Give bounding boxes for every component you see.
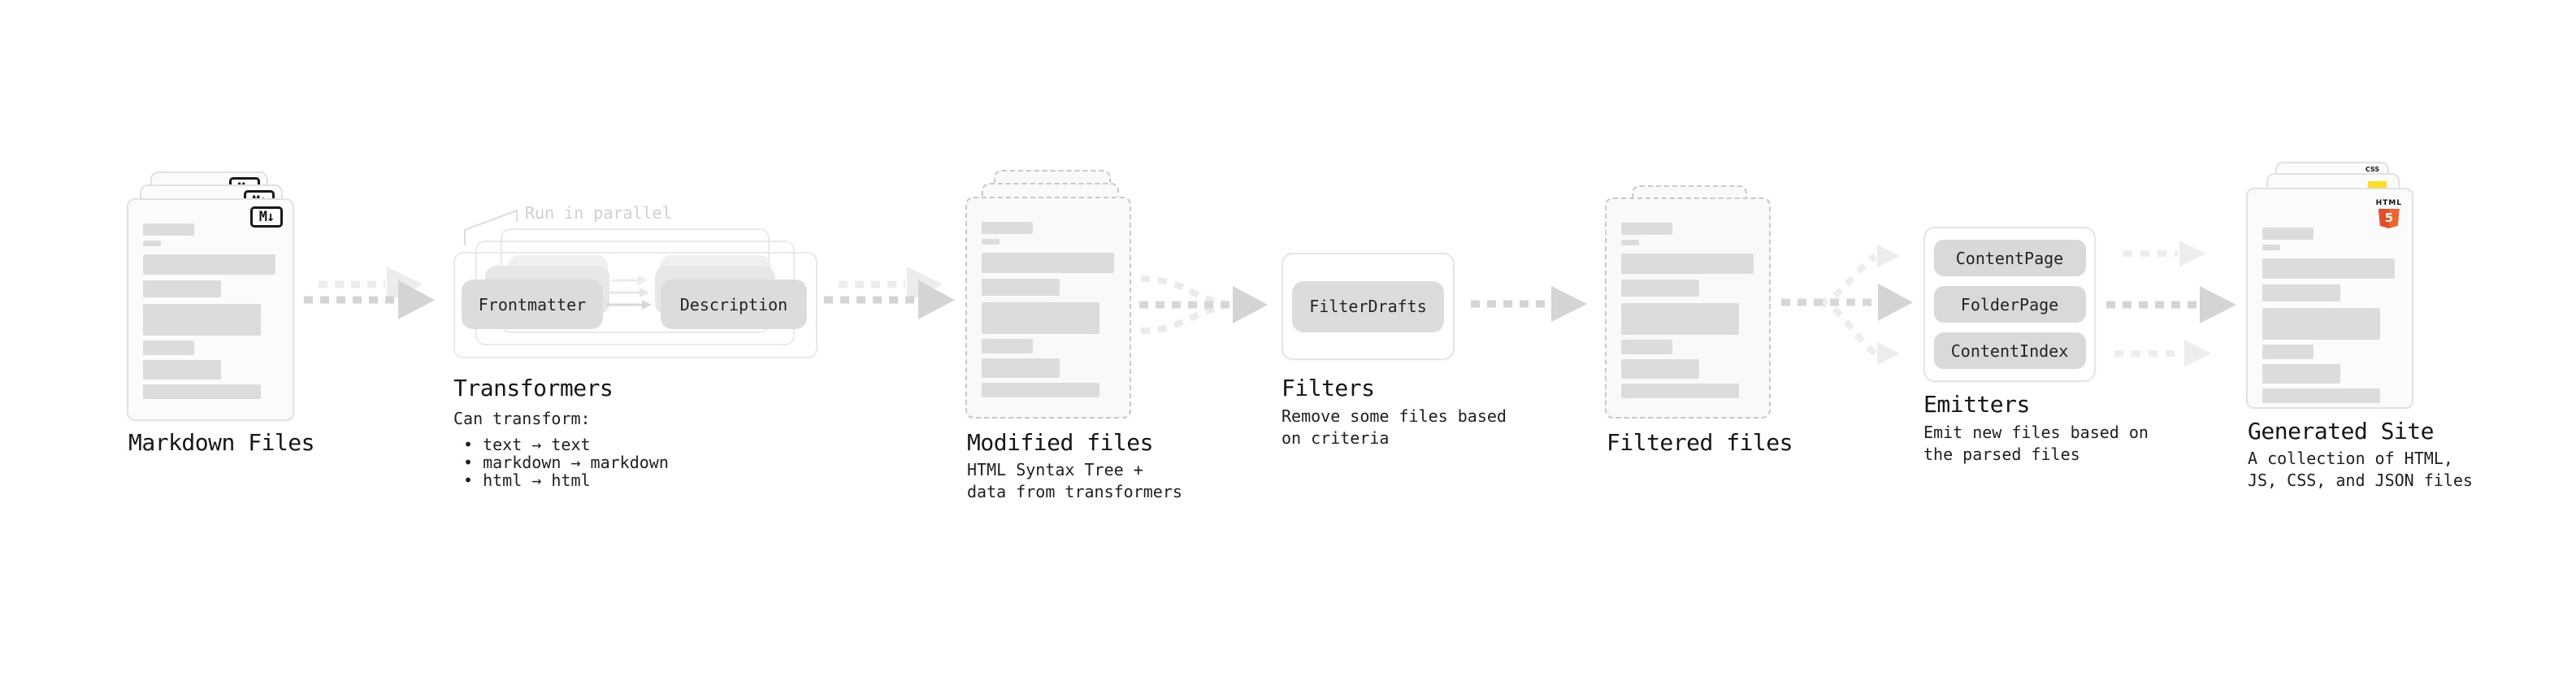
arrow-transformers-to-modified-icon bbox=[824, 267, 955, 319]
arrow-filtered-to-emitters-icon bbox=[1781, 245, 1913, 365]
text-placeholder-bar bbox=[2262, 258, 2395, 279]
site-file-card-html: HTML 5 bbox=[2246, 188, 2413, 409]
modified-files-desc-line: data from transformers bbox=[967, 482, 1182, 501]
can-transform-heading: Can transform: bbox=[453, 409, 591, 428]
run-in-parallel-annotation: Run in parallel bbox=[525, 203, 672, 223]
text-placeholder-bar bbox=[982, 279, 1060, 296]
text-placeholder-bar bbox=[982, 239, 1000, 245]
markdown-icon: M↓ bbox=[250, 206, 283, 228]
text-placeholder-bar bbox=[143, 360, 221, 380]
text-placeholder-bar bbox=[143, 340, 194, 355]
filtered-file-card bbox=[1605, 197, 1771, 419]
text-placeholder-bar bbox=[1621, 340, 1672, 354]
document-placeholder-text bbox=[982, 222, 1114, 397]
html5-number: 5 bbox=[2384, 210, 2394, 225]
generated-site-description: A collection of HTML, JS, CSS, and JSON … bbox=[2248, 448, 2473, 492]
document-placeholder-text bbox=[143, 223, 275, 399]
text-placeholder-bar bbox=[1621, 384, 1739, 398]
frontmatter-pill: Frontmatter bbox=[462, 280, 603, 329]
text-placeholder-bar bbox=[2262, 345, 2314, 359]
text-placeholder-bar bbox=[2262, 228, 2314, 240]
emitters-label: Emitters bbox=[1923, 391, 2030, 418]
arrow-emitters-to-site-icon bbox=[2106, 241, 2236, 367]
transformer-card bbox=[453, 252, 817, 358]
emitters-description: Emit new files based on the parsed files bbox=[1923, 422, 2149, 466]
emitters-desc-line: Emit new files based on bbox=[1923, 423, 2149, 442]
folderpage-pill: FolderPage bbox=[1933, 286, 2086, 323]
transform-bullet: • html → html bbox=[463, 471, 591, 490]
filters-description: Remove some files based on criteria bbox=[1281, 406, 1507, 449]
text-placeholder-bar bbox=[2262, 364, 2340, 384]
filterdrafts-pill: FilterDrafts bbox=[1292, 280, 1444, 332]
markdown-files-label: Markdown Files bbox=[128, 429, 315, 456]
transformers-label: Transformers bbox=[453, 375, 614, 401]
arrow-markdown-to-transformers-icon bbox=[304, 267, 435, 319]
contentpage-pill: ContentPage bbox=[1933, 240, 2086, 276]
text-placeholder-bar bbox=[143, 384, 261, 399]
text-placeholder-bar bbox=[143, 241, 161, 246]
arrow-filters-to-filtered-icon bbox=[1471, 286, 1587, 322]
html5-logo-text: HTML bbox=[2375, 199, 2402, 207]
generated-site-desc-line: A collection of HTML, bbox=[2248, 449, 2453, 468]
filters-card: FilterDrafts bbox=[1281, 253, 1455, 360]
modified-files-label: Modified files bbox=[967, 429, 1154, 456]
text-placeholder-bar bbox=[1621, 240, 1639, 245]
run-in-parallel-leader-line bbox=[464, 209, 518, 245]
emitters-card: ContentPage FolderPage ContentIndex bbox=[1923, 227, 2096, 382]
filters-label: Filters bbox=[1281, 375, 1375, 401]
transform-bullet: • text → text bbox=[463, 435, 591, 454]
contentindex-pill: ContentIndex bbox=[1933, 332, 2086, 369]
generated-site-label: Generated Site bbox=[2248, 418, 2435, 445]
parallel-run-arrows-icon bbox=[606, 275, 652, 310]
text-placeholder-bar bbox=[982, 302, 1099, 334]
text-placeholder-bar bbox=[143, 304, 261, 336]
modified-file-card bbox=[965, 197, 1131, 419]
emitters-desc-line: the parsed files bbox=[1923, 445, 2080, 464]
transform-bullet: • markdown → markdown bbox=[463, 453, 669, 472]
text-placeholder-bar bbox=[143, 223, 194, 236]
filters-desc-line: Remove some files based bbox=[1281, 406, 1507, 426]
text-placeholder-bar bbox=[982, 383, 1099, 397]
js-logo-icon bbox=[2368, 181, 2387, 190]
text-placeholder-bar bbox=[2262, 284, 2340, 301]
modified-files-desc-line: HTML Syntax Tree + bbox=[967, 460, 1143, 479]
text-placeholder-bar bbox=[143, 254, 275, 275]
html5-logo-icon: HTML 5 bbox=[2376, 199, 2402, 228]
text-placeholder-bar bbox=[982, 253, 1114, 273]
description-pill: Description bbox=[661, 280, 807, 329]
css-logo-text: CSS bbox=[2365, 166, 2379, 173]
text-placeholder-bar bbox=[1621, 223, 1672, 235]
filters-desc-line: on criteria bbox=[1281, 428, 1390, 448]
text-placeholder-bar bbox=[982, 222, 1033, 234]
text-placeholder-bar bbox=[2262, 388, 2380, 403]
text-placeholder-bar bbox=[982, 358, 1060, 378]
text-placeholder-bar bbox=[2262, 308, 2380, 340]
text-placeholder-bar bbox=[1621, 280, 1699, 297]
markdown-file-card: M↓ bbox=[127, 198, 294, 421]
generated-site-desc-line: JS, CSS, and JSON files bbox=[2248, 471, 2473, 490]
transformers-description: Can transform: • text → text • markdown … bbox=[453, 410, 669, 489]
modified-files-description: HTML Syntax Tree + data from transformer… bbox=[967, 459, 1182, 503]
document-placeholder-text bbox=[1621, 223, 1754, 398]
arrow-modified-to-filters-icon bbox=[1139, 275, 1268, 334]
filtered-files-label: Filtered files bbox=[1607, 429, 1793, 456]
text-placeholder-bar bbox=[1621, 359, 1699, 379]
text-placeholder-bar bbox=[1621, 254, 1754, 274]
text-placeholder-bar bbox=[143, 280, 221, 297]
text-placeholder-bar bbox=[1621, 303, 1739, 335]
html5-shield-icon: 5 bbox=[2378, 209, 2400, 228]
document-placeholder-text bbox=[2262, 228, 2395, 403]
text-placeholder-bar bbox=[982, 339, 1033, 354]
text-placeholder-bar bbox=[2262, 245, 2280, 250]
